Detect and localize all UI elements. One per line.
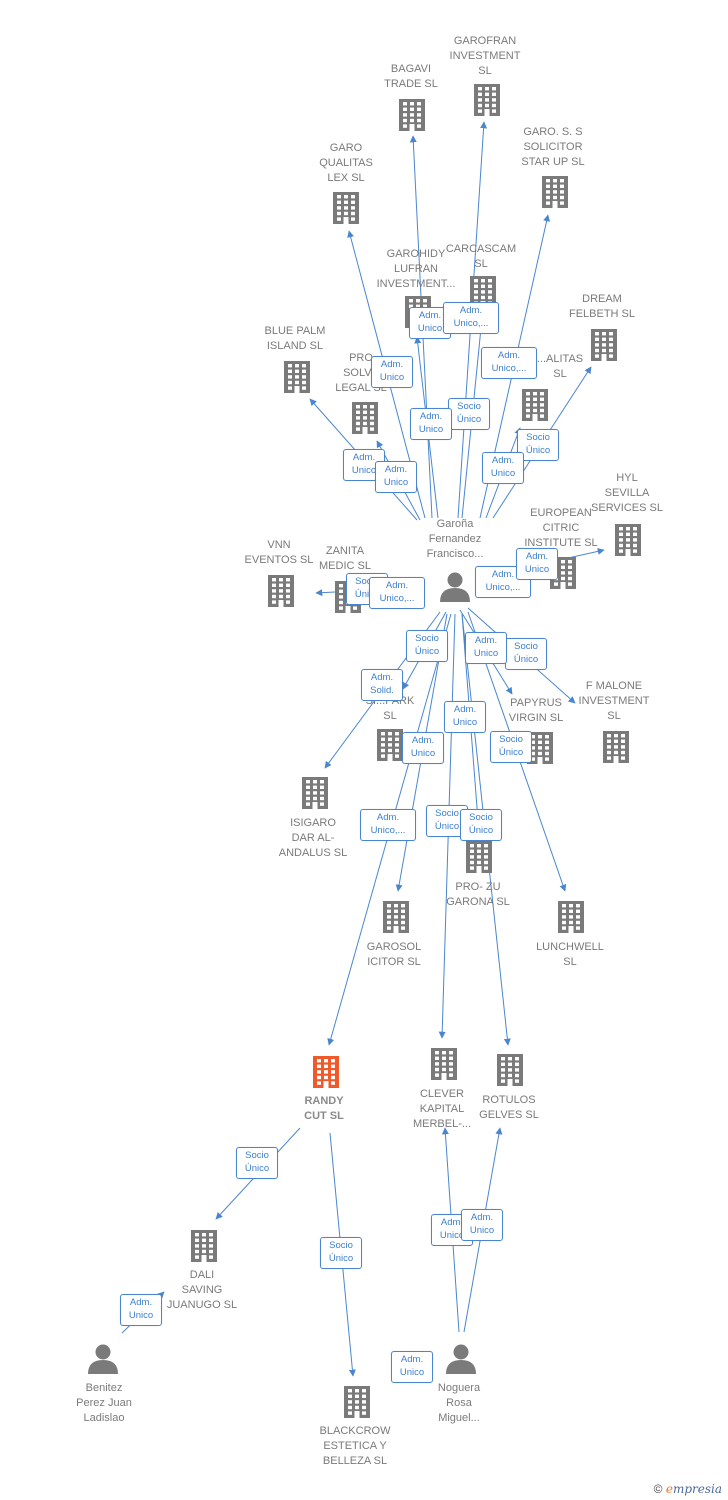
relation-badge-center-to-garo_qualitas[interactable]: Adm. Unico <box>410 408 452 440</box>
node-label-garofran[interactable]: GAROFRAN INVESTMENT SL <box>449 35 521 77</box>
node-label-zanita[interactable]: ZANITA MEDIC SL <box>319 545 371 572</box>
building-icon-randy[interactable] <box>313 1056 339 1088</box>
building-icon-qualitas[interactable] <box>522 389 548 421</box>
building-icon-pro_solve[interactable] <box>352 402 378 434</box>
relation-badge-center-to-qualitas[interactable]: Adm. Unico <box>482 452 524 484</box>
node-label-clever[interactable]: CLEVER KAPITAL MERBEL-... <box>412 1088 472 1130</box>
relation-badge-noguera-to-blackcrow[interactable]: Adm. Unico <box>391 1351 433 1383</box>
node-label-garosol[interactable]: GAROSOL ICITOR SL <box>366 941 422 968</box>
relation-badge-center-to-fmalone[interactable]: Socio Único <box>505 638 547 670</box>
relation-badge-noguera-to-rotulos[interactable]: Adm. Unico <box>461 1209 503 1241</box>
node-label-isigaro[interactable]: ISIGARO DAR AL- ANDALUS SL <box>278 817 348 859</box>
node-label-hyl[interactable]: HYL SEVILLA SERVICES SL <box>591 472 663 514</box>
building-icon-prozu[interactable] <box>466 841 492 873</box>
node-label-garo-s[interactable]: GARO. S. S SOLICITOR STAR UP SL <box>521 126 585 168</box>
building-icon-garo_qualitas[interactable] <box>333 192 359 224</box>
node-label-dream[interactable]: DREAM FELBETH SL <box>568 293 636 320</box>
node-label-bagavi[interactable]: BAGAVI TRADE SL <box>384 63 438 90</box>
building-icon-hyl[interactable] <box>615 524 641 556</box>
brand-initial: e <box>665 1482 673 1496</box>
building-icon-vnn[interactable] <box>268 575 294 607</box>
node-label-garohidy[interactable]: GAROHIDY LUFRAN INVESTMENT... <box>376 248 456 290</box>
node-label-prozu[interactable]: PRO- ZU GARONA SL <box>446 881 510 908</box>
node-label-pro-solve[interactable]: PRO SOLVE LEGAL SL <box>335 352 387 394</box>
node-label-randy[interactable]: RANDY CUT SL <box>304 1095 344 1122</box>
person-icon-noguera[interactable] <box>446 1344 476 1375</box>
person-icon-benitez[interactable] <box>88 1344 118 1375</box>
node-label-lunchwell[interactable]: LUNCHWELL SL <box>536 941 604 968</box>
relation-badge-center-to-papyrus[interactable]: Adm. Unico <box>465 632 507 664</box>
relation-badge-center-to-carcascam[interactable]: Adm. Unico,... <box>443 302 499 334</box>
node-label-blackcrow[interactable]: BLACKCROW ESTETICA Y BELLEZA SL <box>319 1425 391 1467</box>
building-icon-bagavi[interactable] <box>399 99 425 131</box>
relation-badge-center-to-isigaro[interactable]: Adm. Solid. <box>361 669 403 701</box>
relation-badge-center-to-european[interactable]: Adm. Unico <box>516 548 558 580</box>
node-label-noguera[interactable]: Noguera Rosa Miguel... <box>437 1382 481 1424</box>
node-label-center[interactable]: Garoña Fernandez Francisco... <box>426 518 484 560</box>
relation-badge-center-to-garo_s[interactable]: Adm. Unico,... <box>481 347 537 379</box>
building-icon-dream[interactable] <box>591 329 617 361</box>
node-label-garo-qualitas[interactable]: GARO QUALITAS LEX SL <box>319 142 373 184</box>
building-icon-bluepalm[interactable] <box>284 361 310 393</box>
brand-name: mpresia <box>672 1482 722 1496</box>
building-icon-fmalone[interactable] <box>603 731 629 763</box>
building-icon-blackcrow[interactable] <box>344 1386 370 1418</box>
building-icon-dali[interactable] <box>191 1230 217 1262</box>
relation-badge-center-to-rotulos[interactable]: Socio Único <box>460 809 502 841</box>
node-label-fmalone[interactable]: F MALONE INVESTMENT SL <box>578 680 650 722</box>
brand-footer[interactable]: © empresia <box>654 1482 722 1496</box>
building-icon-lunchwell[interactable] <box>558 901 584 933</box>
building-icon-garo_s[interactable] <box>542 176 568 208</box>
node-label-european[interactable]: EUROPEAN CITRIC INSTITUTE SL <box>524 507 598 549</box>
relation-badge-randy-to-dali[interactable]: Socio Único <box>236 1147 278 1179</box>
relation-badge-center-to-bagavi[interactable]: Adm. Unico <box>371 356 413 388</box>
node-label-dali[interactable]: DALI SAVING JUANUGO SL <box>166 1269 238 1311</box>
building-icon-rotulos[interactable] <box>497 1054 523 1086</box>
node-label-papyrus[interactable]: PAPYRUS VIRGIN SL <box>508 697 564 724</box>
building-icon-isigaro[interactable] <box>302 777 328 809</box>
relation-badge-center-to-randy[interactable]: Adm. Unico,... <box>360 809 416 841</box>
node-label-qualitas[interactable]: ...ALITAS SL <box>536 353 584 380</box>
node-label-benitez[interactable]: Benitez Perez Juan Ladislao <box>76 1382 132 1424</box>
node-label-bluepalm[interactable]: BLUE PALM ISLAND SL <box>264 325 326 352</box>
relation-badge-center-to-garofran[interactable]: Socio Único <box>448 398 490 430</box>
node-label-carcascam[interactable]: CARCASCAM SL <box>445 243 517 270</box>
relation-badge-center-to-garosol[interactable]: Adm. Unico <box>402 732 444 764</box>
building-icon-garosol[interactable] <box>383 901 409 933</box>
person-icon-center[interactable] <box>440 572 470 603</box>
relation-badge-center-to-dream[interactable]: Socio Único <box>517 429 559 461</box>
copyright-symbol: © <box>653 1482 663 1496</box>
relation-badge-center-to-sipark[interactable]: Socio Único <box>406 630 448 662</box>
building-icon-sipark[interactable] <box>377 729 403 761</box>
relation-badge-randy-to-blackcrow[interactable]: Socio Único <box>320 1237 362 1269</box>
building-icon-clever[interactable] <box>431 1048 457 1080</box>
relation-badge-center-to-lunchwell[interactable]: Socio Único <box>490 731 532 763</box>
building-icon-garofran[interactable] <box>474 84 500 116</box>
node-label-rotulos[interactable]: ROTULOS GELVES SL <box>479 1094 539 1121</box>
relation-badge-center-to-prozu[interactable]: Adm. Unico <box>444 701 486 733</box>
node-label-vnn[interactable]: VNN EVENTOS SL <box>244 539 314 566</box>
relation-badge-center-to-zanita[interactable]: Adm. Unico,... <box>369 577 425 609</box>
relation-badge-center-to-pro_solve[interactable]: Adm. Unico <box>375 461 417 493</box>
relation-badge-benitez-to-dali[interactable]: Adm. Unico <box>120 1294 162 1326</box>
